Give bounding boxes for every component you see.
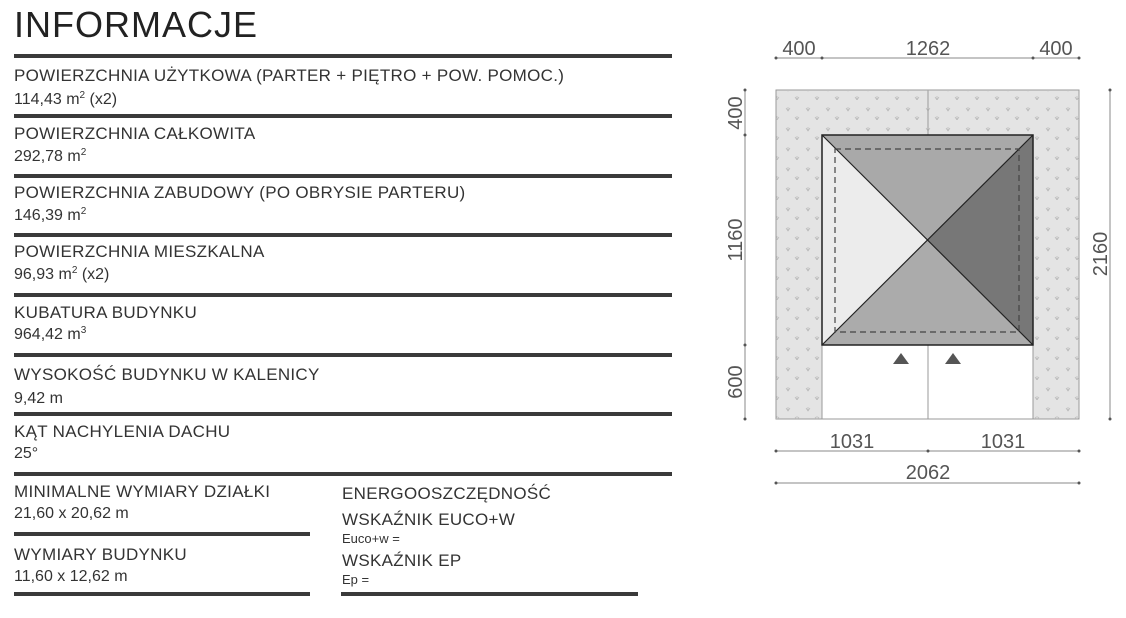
title-underline [14,54,672,58]
dim-bottom-total: 2062 [906,462,951,484]
row-divider [14,532,310,536]
energy-heading: ENERGOOSZCZĘDNOŚĆ [342,484,552,503]
usable-area-label: POWIERZCHNIA UŻYTKOWA (PARTER + PIĘTRO +… [14,66,565,85]
dim-left-bottom: 600 [725,365,747,398]
row-divider [14,353,672,357]
row-divider [14,233,672,237]
built-area-value: 146,39 m2 [14,206,87,224]
page-title: INFORMACJE [14,4,258,45]
ridge-height-label: WYSOKOŚĆ BUDYNKU W KALENICY [14,365,320,384]
dim-left-middle: 1160 [725,218,747,261]
living-area-value: 96,93 m2 (x2) [14,265,110,283]
dim-bottom-right: 1031 [981,431,1026,453]
entrance-arrow-icon [893,353,909,364]
row-divider [341,592,638,596]
row-divider [14,293,672,297]
row-divider [14,114,672,118]
ep-label: WSKAŹNIK EP [342,551,462,570]
min-plot-label: MINIMALNE WYMIARY DZIAŁKI [14,482,271,501]
cubature-label: KUBATURA BUDYNKU [14,303,198,322]
living-area-label: POWIERZCHNIA MIESZKALNA [14,242,265,261]
dim-top-middle: 1262 [906,38,951,60]
roof [821,134,1034,346]
row-divider [14,412,672,416]
cubature-value: 964,42 m3 [14,325,87,343]
usable-area-value: 114,43 m2 (x2) [14,90,118,108]
dim-left-top: 400 [725,96,747,129]
row-divider [14,174,672,178]
building-dims-label: WYMIARY BUDYNKU [14,545,187,564]
roof-angle-label: KĄT NACHYLENIA DACHU [14,422,231,441]
total-area-label: POWIERZCHNIA CAŁKOWITA [14,124,256,143]
dim-right-total: 2160 [1090,232,1112,277]
building-dims-value: 11,60 x 12,62 m [14,568,128,585]
ep-value: Ep = [342,572,370,587]
entrance-arrow-icon [945,353,961,364]
euco-label: WSKAŹNIK EUCO+W [342,510,516,529]
dim-bottom-left: 1031 [830,431,875,453]
ridge-height-value: 9,42 m [14,390,63,407]
min-plot-value: 21,60 x 20,62 m [14,505,129,522]
total-area-value: 292,78 m2 [14,147,87,165]
euco-value: Euco+w = [342,531,400,546]
dim-top-right: 400 [1039,38,1072,60]
row-divider [14,592,310,596]
dim-top-left: 400 [782,38,815,60]
row-divider [14,472,672,476]
built-area-label: POWIERZCHNIA ZABUDOWY (PO OBRYSIE PARTER… [14,183,466,202]
roof-angle-value: 25° [14,445,39,462]
